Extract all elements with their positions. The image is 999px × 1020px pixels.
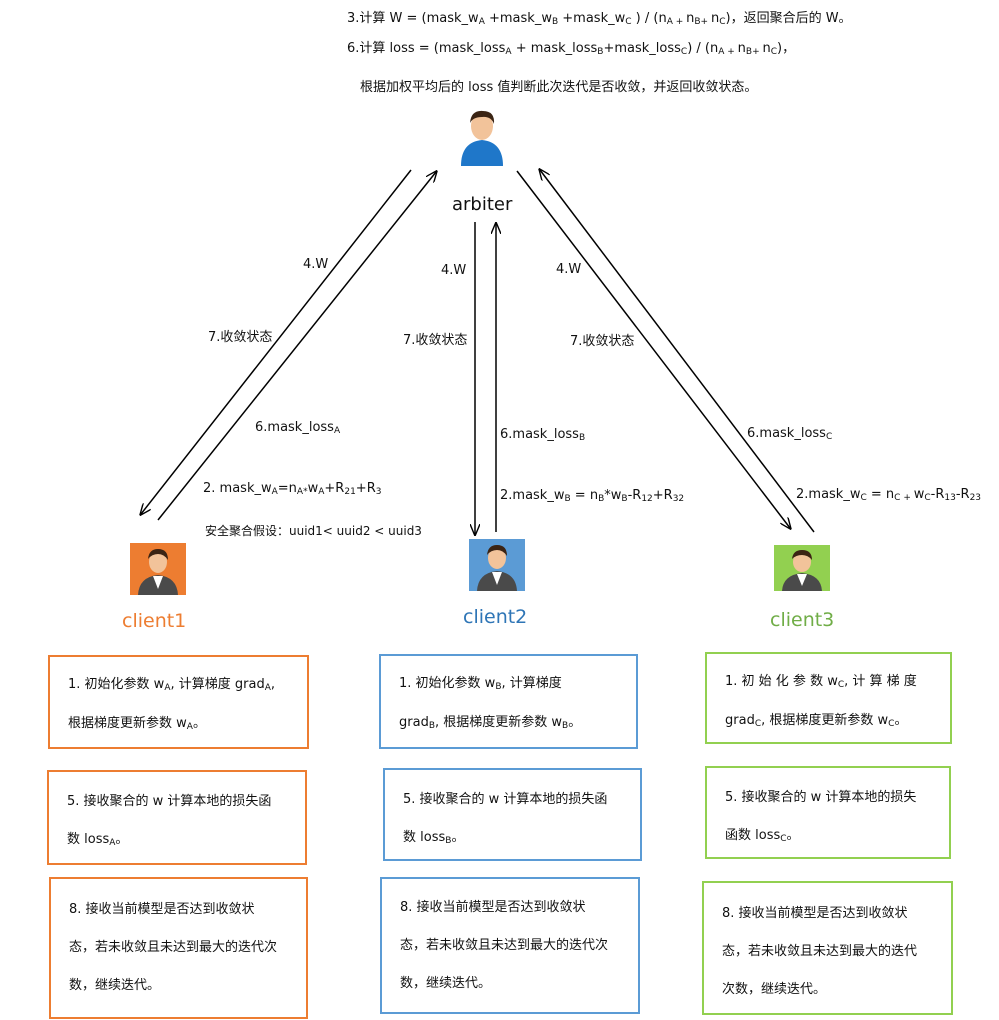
- client2-name: client2: [463, 606, 528, 628]
- middle-mask-label: 2.mask_wB = nB*wB-R12+R32: [500, 488, 685, 504]
- client3-name: client3: [770, 609, 835, 631]
- arbiter-avatar-icon: [461, 110, 503, 166]
- arrow-arbiter-to-client3: [516, 170, 790, 528]
- middle-w-label: 4.W: [441, 263, 467, 278]
- client2-avatar-icon: [469, 539, 525, 591]
- client1-step8-box: 8. 接收当前模型是否达到收敛状 态，若未收敛且未达到最大的迭代次 数，继续迭代…: [49, 877, 308, 1019]
- right-loss-label: 6.mask_lossC: [747, 426, 833, 442]
- client1-avatar-icon: [130, 543, 186, 595]
- client1-name: client1: [122, 610, 187, 632]
- arbiter-label: arbiter: [452, 194, 513, 215]
- left-loss-label: 6.mask_lossA: [255, 420, 341, 436]
- client1-step1-box: 1. 初始化参数 wA, 计算梯度 gradA, 根据梯度更新参数 wA。: [48, 655, 309, 749]
- right-status-label: 7.收敛状态: [570, 334, 635, 349]
- arrow-client3-to-arbiter: [540, 170, 815, 533]
- client1-step5-box: 5. 接收聚合的 w 计算本地的损失函 数 lossA。: [47, 770, 307, 865]
- client3-step1-box: 1. 初 始 化 参 数 wC, 计 算 梯 度 gradC, 根据梯度更新参数…: [705, 652, 952, 744]
- middle-loss-label: 6.mask_lossB: [500, 427, 586, 443]
- client2-step8-box: 8. 接收当前模型是否达到收敛状 态，若未收敛且未达到最大的迭代次 数，继续迭代…: [380, 877, 640, 1014]
- left-status-label: 7.收敛状态: [208, 330, 273, 345]
- right-w-label: 4.W: [556, 262, 582, 277]
- client3-avatar-icon: [774, 545, 830, 591]
- right-mask-label: 2.mask_wC = nC + wC-R13-R23: [796, 487, 982, 503]
- client3-step5-box: 5. 接收聚合的 w 计算本地的损失 函数 lossC。: [705, 766, 951, 859]
- formula-aggregate-loss: 6.计算 loss = (mask_lossA + mask_lossB+mas…: [347, 41, 796, 57]
- left-w-label: 4.W: [303, 257, 329, 272]
- client3-step8-box: 8. 接收当前模型是否达到收敛状 态，若未收敛且未达到最大的迭代 次数，继续迭代…: [702, 881, 953, 1015]
- left-mask-label: 2. mask_wA=nA*wA+R21+R3: [203, 481, 382, 497]
- convergence-description: 根据加权平均后的 loss 值判断此次迭代是否收敛，并返回收敛状态。: [360, 80, 758, 95]
- client2-step1-box: 1. 初始化参数 wB, 计算梯度 gradB, 根据梯度更新参数 wB。: [379, 654, 638, 749]
- middle-status-label: 7.收敛状态: [403, 333, 468, 348]
- client2-step5-box: 5. 接收聚合的 w 计算本地的损失函 数 lossB。: [383, 768, 642, 861]
- secure-aggregation-assumption: 安全聚合假设：uuid1< uuid2 < uuid3: [205, 524, 422, 538]
- arrow-arbiter-to-client1: [141, 169, 412, 514]
- arrow-client1-to-arbiter: [157, 172, 436, 521]
- formula-aggregate-w: 3.计算 W = (mask_wA +mask_wB +mask_wC ) / …: [347, 11, 852, 27]
